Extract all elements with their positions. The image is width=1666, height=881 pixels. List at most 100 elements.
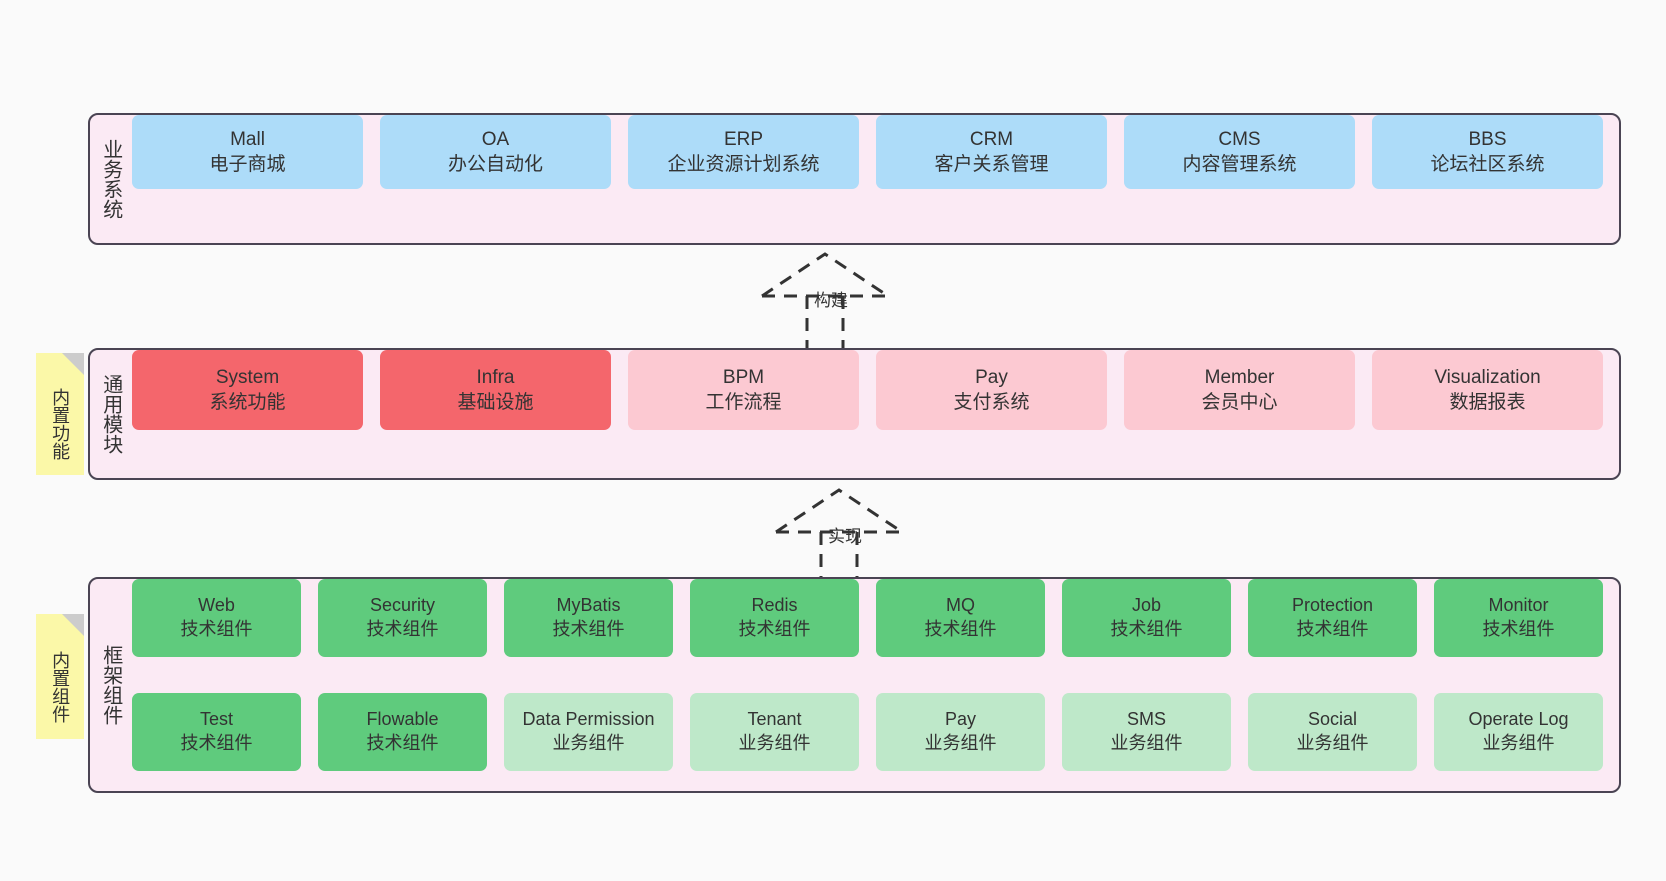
card-subtitle: 技术组件 <box>1482 619 1555 639</box>
connector-implement: 实现 <box>766 484 926 584</box>
card-pay-module[interactable]: Pay 支付系统 <box>876 350 1107 430</box>
card-job[interactable]: Job 技术组件 <box>1062 579 1231 657</box>
card-row: Test 技术组件 Flowable 技术组件 Data Permission … <box>132 693 1603 791</box>
card-subtitle: 技术组件 <box>366 733 439 753</box>
card-erp[interactable]: ERP 企业资源计划系统 <box>628 115 859 189</box>
card-subtitle: 业务组件 <box>1482 733 1555 753</box>
card-title: MyBatis <box>556 595 621 616</box>
card-title: Monitor <box>1488 595 1549 616</box>
card-title: System <box>215 366 280 388</box>
card-subtitle: 技术组件 <box>180 733 253 753</box>
card-title: CMS <box>1218 128 1261 150</box>
card-title: SMS <box>1126 709 1166 730</box>
card-subtitle: 技术组件 <box>738 619 811 639</box>
card-title: Tenant <box>747 709 802 730</box>
card-flowable[interactable]: Flowable 技术组件 <box>318 693 487 771</box>
card-subtitle: 电子商城 <box>209 154 286 175</box>
card-title: BBS <box>1468 128 1507 150</box>
card-title: MQ <box>946 595 975 616</box>
card-title: ERP <box>723 128 764 150</box>
layer-common-modules-label: 通用模块 <box>99 374 122 454</box>
card-crm[interactable]: CRM 客户关系管理 <box>876 115 1107 189</box>
card-mall[interactable]: Mall 电子商城 <box>132 115 363 189</box>
card-subtitle: 业务组件 <box>1296 733 1369 753</box>
card-system[interactable]: System 系统功能 <box>132 350 363 430</box>
card-operate-log[interactable]: Operate Log 业务组件 <box>1434 693 1603 771</box>
card-subtitle: 论坛社区系统 <box>1430 154 1545 175</box>
card-subtitle: 技术组件 <box>1110 619 1183 639</box>
layer-business-systems-label: 业务系统 <box>99 139 122 219</box>
folded-corner-icon <box>62 353 84 375</box>
card-title: Flowable <box>366 709 439 730</box>
layer-framework-components-label: 框架组件 <box>99 645 122 725</box>
card-subtitle: 业务组件 <box>924 733 997 753</box>
layer-business-systems: 业务系统 Mall 电子商城 OA 办公自动化 ERP 企业资源计划系统 CRM… <box>88 113 1621 245</box>
card-subtitle: 支付系统 <box>953 392 1030 413</box>
card-title: Protection <box>1291 595 1374 616</box>
card-title: Member <box>1204 366 1275 388</box>
card-visualization[interactable]: Visualization 数据报表 <box>1372 350 1603 430</box>
card-title: Social <box>1307 709 1358 730</box>
card-subtitle: 数据报表 <box>1449 392 1526 413</box>
card-mybatis[interactable]: MyBatis 技术组件 <box>504 579 673 657</box>
card-title: Job <box>1131 595 1162 616</box>
arrow-head-icon <box>775 488 903 534</box>
card-title: OA <box>481 128 510 150</box>
layer-framework-components-cards: Web 技术组件 Security 技术组件 MyBatis 技术组件 Redi… <box>130 579 1619 791</box>
card-row: System 系统功能 Infra 基础设施 BPM 工作流程 Pay 支付系统… <box>132 350 1603 478</box>
card-row: Mall 电子商城 OA 办公自动化 ERP 企业资源计划系统 CRM 客户关系… <box>132 115 1603 243</box>
card-title: Operate Log <box>1468 709 1569 730</box>
layer-framework-components: 框架组件 Web 技术组件 Security 技术组件 MyBatis 技术组件… <box>88 577 1621 793</box>
card-subtitle: 客户关系管理 <box>934 154 1049 175</box>
card-test[interactable]: Test 技术组件 <box>132 693 301 771</box>
card-title: Web <box>198 595 235 616</box>
folded-corner-icon <box>62 614 84 636</box>
card-title: Infra <box>476 366 515 388</box>
card-pay-component[interactable]: Pay 业务组件 <box>876 693 1045 771</box>
card-web[interactable]: Web 技术组件 <box>132 579 301 657</box>
card-title: Mall <box>230 128 265 150</box>
card-protection[interactable]: Protection 技术组件 <box>1248 579 1417 657</box>
card-subtitle: 基础设施 <box>457 392 534 413</box>
layer-business-systems-cards: Mall 电子商城 OA 办公自动化 ERP 企业资源计划系统 CRM 客户关系… <box>130 115 1619 243</box>
sticky-note-builtin-features: 内置功能 <box>36 353 84 475</box>
card-cms[interactable]: CMS 内容管理系统 <box>1124 115 1355 189</box>
connector-build-label: 构建 <box>814 291 848 310</box>
sticky-note-builtin-components: 内置组件 <box>36 614 84 739</box>
layer-common-modules-cards: System 系统功能 Infra 基础设施 BPM 工作流程 Pay 支付系统… <box>130 350 1619 478</box>
card-title: Security <box>369 595 436 616</box>
layer-common-modules: 通用模块 System 系统功能 Infra 基础设施 BPM 工作流程 Pay… <box>88 348 1621 480</box>
card-tenant[interactable]: Tenant 业务组件 <box>690 693 859 771</box>
sticky-note-label: 内置组件 <box>50 650 71 723</box>
card-subtitle: 企业资源计划系统 <box>667 154 820 175</box>
card-social[interactable]: Social 业务组件 <box>1248 693 1417 771</box>
card-member[interactable]: Member 会员中心 <box>1124 350 1355 430</box>
card-subtitle: 会员中心 <box>1201 392 1278 413</box>
card-title: Visualization <box>1434 366 1541 388</box>
card-oa[interactable]: OA 办公自动化 <box>380 115 611 189</box>
card-title: CRM <box>969 128 1014 150</box>
card-redis[interactable]: Redis 技术组件 <box>690 579 859 657</box>
sticky-note-label: 内置功能 <box>50 388 71 460</box>
card-title: Pay <box>944 709 977 730</box>
card-title: Redis <box>751 595 798 616</box>
card-bbs[interactable]: BBS 论坛社区系统 <box>1372 115 1603 189</box>
card-security[interactable]: Security 技术组件 <box>318 579 487 657</box>
connector-build: 构建 <box>752 248 912 348</box>
card-subtitle: 技术组件 <box>180 619 253 639</box>
card-subtitle: 工作流程 <box>705 392 782 413</box>
card-data-permission[interactable]: Data Permission 业务组件 <box>504 693 673 771</box>
connector-implement-label: 实现 <box>828 527 862 546</box>
card-title: Data Permission <box>522 709 655 730</box>
arrow-head-icon <box>761 252 889 298</box>
card-subtitle: 内容管理系统 <box>1182 154 1297 175</box>
card-sms[interactable]: SMS 业务组件 <box>1062 693 1231 771</box>
card-subtitle: 办公自动化 <box>447 154 543 175</box>
card-monitor[interactable]: Monitor 技术组件 <box>1434 579 1603 657</box>
card-subtitle: 技术组件 <box>924 619 997 639</box>
card-infra[interactable]: Infra 基础设施 <box>380 350 611 430</box>
card-mq[interactable]: MQ 技术组件 <box>876 579 1045 657</box>
card-subtitle: 技术组件 <box>552 619 625 639</box>
card-bpm[interactable]: BPM 工作流程 <box>628 350 859 430</box>
